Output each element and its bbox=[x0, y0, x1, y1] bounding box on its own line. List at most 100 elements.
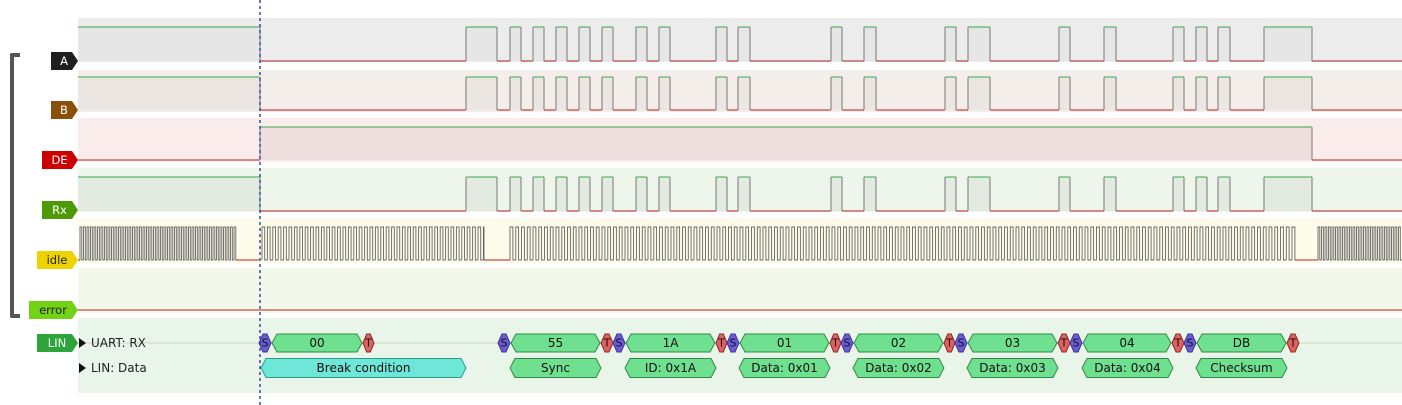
high-level-fill bbox=[466, 27, 497, 61]
high-level-fill bbox=[1218, 77, 1230, 110]
high-level-fill bbox=[738, 77, 750, 110]
high-level-fill bbox=[1173, 77, 1184, 110]
uart-data-byte[interactable] bbox=[510, 333, 601, 353]
high-level-fill bbox=[1059, 77, 1070, 110]
uart-stop-bit-label: T bbox=[1289, 337, 1297, 350]
high-level-fill bbox=[1264, 27, 1312, 61]
uart-data-byte-label: 03 bbox=[1005, 336, 1020, 350]
channel-label-de[interactable]: DE bbox=[42, 151, 78, 169]
uart-start-bit[interactable] bbox=[612, 333, 626, 353]
row-background bbox=[78, 318, 1402, 393]
lin-break-condition[interactable] bbox=[260, 358, 467, 378]
lin-field[interactable] bbox=[1195, 358, 1288, 378]
uart-data-byte[interactable] bbox=[739, 333, 830, 353]
high-level-fill bbox=[579, 77, 590, 110]
high-level-fill bbox=[260, 127, 1312, 160]
high-level-fill bbox=[968, 177, 990, 211]
lin-field-label: Break condition bbox=[317, 361, 411, 375]
high-level-fill bbox=[716, 177, 727, 211]
high-level-fill bbox=[510, 177, 521, 211]
lin-field[interactable] bbox=[1081, 358, 1174, 378]
uart-data-byte-label: 04 bbox=[1119, 336, 1134, 350]
uart-start-bit[interactable] bbox=[726, 333, 740, 353]
high-level-fill bbox=[78, 27, 260, 61]
lin-field[interactable] bbox=[509, 358, 602, 378]
channel-label-column: A B DE Rx idle error LIN bbox=[0, 0, 78, 405]
uart-data-byte[interactable] bbox=[853, 333, 944, 353]
high-level-fill bbox=[602, 27, 613, 61]
high-level-fill bbox=[78, 77, 260, 110]
high-level-fill bbox=[602, 77, 613, 110]
uart-data-byte[interactable] bbox=[967, 333, 1058, 353]
uart-data-byte-label: 02 bbox=[891, 336, 906, 350]
high-level-fill bbox=[1196, 177, 1207, 211]
uart-data-byte[interactable] bbox=[1196, 333, 1287, 353]
uart-stop-bit-label: T bbox=[831, 337, 839, 350]
high-level-fill bbox=[864, 77, 876, 110]
decoder-row-uart-rx[interactable]: UART: RX bbox=[79, 336, 146, 350]
expand-arrow-icon[interactable] bbox=[79, 363, 86, 373]
decoder-row-label: LIN: Data bbox=[91, 361, 147, 375]
uart-stop-bit[interactable] bbox=[1286, 333, 1300, 353]
uart-start-bit-label: S bbox=[616, 337, 623, 350]
uart-data-byte[interactable] bbox=[271, 333, 363, 353]
high-level-fill bbox=[1173, 177, 1184, 211]
uart-data-byte-label: 00 bbox=[309, 336, 324, 350]
expand-arrow-icon[interactable] bbox=[79, 338, 86, 348]
high-level-fill bbox=[466, 177, 497, 211]
high-level-fill bbox=[1196, 77, 1207, 110]
high-level-fill bbox=[636, 177, 647, 211]
high-level-fill bbox=[636, 27, 647, 61]
uart-stop-bit-label: T bbox=[364, 337, 372, 350]
high-level-fill bbox=[738, 27, 750, 61]
high-level-fill bbox=[716, 77, 727, 110]
uart-data-byte[interactable] bbox=[1082, 333, 1172, 353]
uart-data-byte[interactable] bbox=[625, 333, 716, 353]
channel-idle-pulses bbox=[261, 226, 485, 261]
high-level-fill bbox=[1218, 177, 1230, 211]
high-level-fill bbox=[659, 77, 670, 110]
uart-start-bit[interactable] bbox=[497, 333, 511, 353]
channel-label-b[interactable]: B bbox=[51, 101, 78, 119]
high-level-fill bbox=[602, 177, 613, 211]
lin-field-label: Sync bbox=[541, 361, 570, 375]
high-level-fill bbox=[945, 77, 956, 110]
uart-start-bit-label: S bbox=[730, 337, 737, 350]
lin-field[interactable] bbox=[966, 358, 1059, 378]
high-level-fill bbox=[716, 27, 727, 61]
uart-stop-bit-label: T bbox=[603, 337, 611, 350]
high-level-fill bbox=[510, 27, 521, 61]
uart-stop-bit[interactable] bbox=[362, 333, 375, 353]
uart-start-bit[interactable] bbox=[840, 333, 854, 353]
channel-label-rx[interactable]: Rx bbox=[42, 201, 78, 219]
channel-label-idle[interactable]: idle bbox=[37, 251, 78, 269]
decoder-label-lin[interactable]: LIN bbox=[37, 334, 78, 352]
uart-start-bit[interactable] bbox=[258, 333, 272, 353]
uart-start-bit[interactable] bbox=[954, 333, 968, 353]
high-level-fill bbox=[1104, 27, 1116, 61]
uart-stop-bit-label: T bbox=[1174, 337, 1182, 350]
high-level-fill bbox=[1104, 77, 1116, 110]
high-level-fill bbox=[579, 177, 590, 211]
uart-stop-bit-label: T bbox=[717, 337, 725, 350]
lin-field[interactable] bbox=[738, 358, 831, 378]
uart-start-bit-label: S bbox=[1073, 337, 1080, 350]
uart-data-byte-label: 01 bbox=[777, 336, 792, 350]
lin-field-label: ID: 0x1A bbox=[645, 361, 697, 375]
channel-label-a[interactable]: A bbox=[51, 52, 78, 70]
high-level-fill bbox=[1059, 27, 1070, 61]
uart-start-bit-label: S bbox=[501, 337, 508, 350]
lin-field-label: Checksum bbox=[1210, 361, 1272, 375]
decoder-row-lin-data[interactable]: LIN: Data bbox=[79, 361, 147, 375]
high-level-fill bbox=[533, 177, 544, 211]
lin-field[interactable] bbox=[624, 358, 717, 378]
uart-start-bit[interactable] bbox=[1069, 333, 1083, 353]
high-level-fill bbox=[831, 177, 842, 211]
channel-idle-pulses bbox=[1317, 226, 1402, 261]
lin-field[interactable] bbox=[852, 358, 945, 378]
uart-start-bit[interactable] bbox=[1183, 333, 1197, 353]
high-level-fill bbox=[831, 77, 842, 110]
channel-label-error[interactable]: error bbox=[29, 301, 78, 319]
waveforms bbox=[78, 26, 1402, 311]
